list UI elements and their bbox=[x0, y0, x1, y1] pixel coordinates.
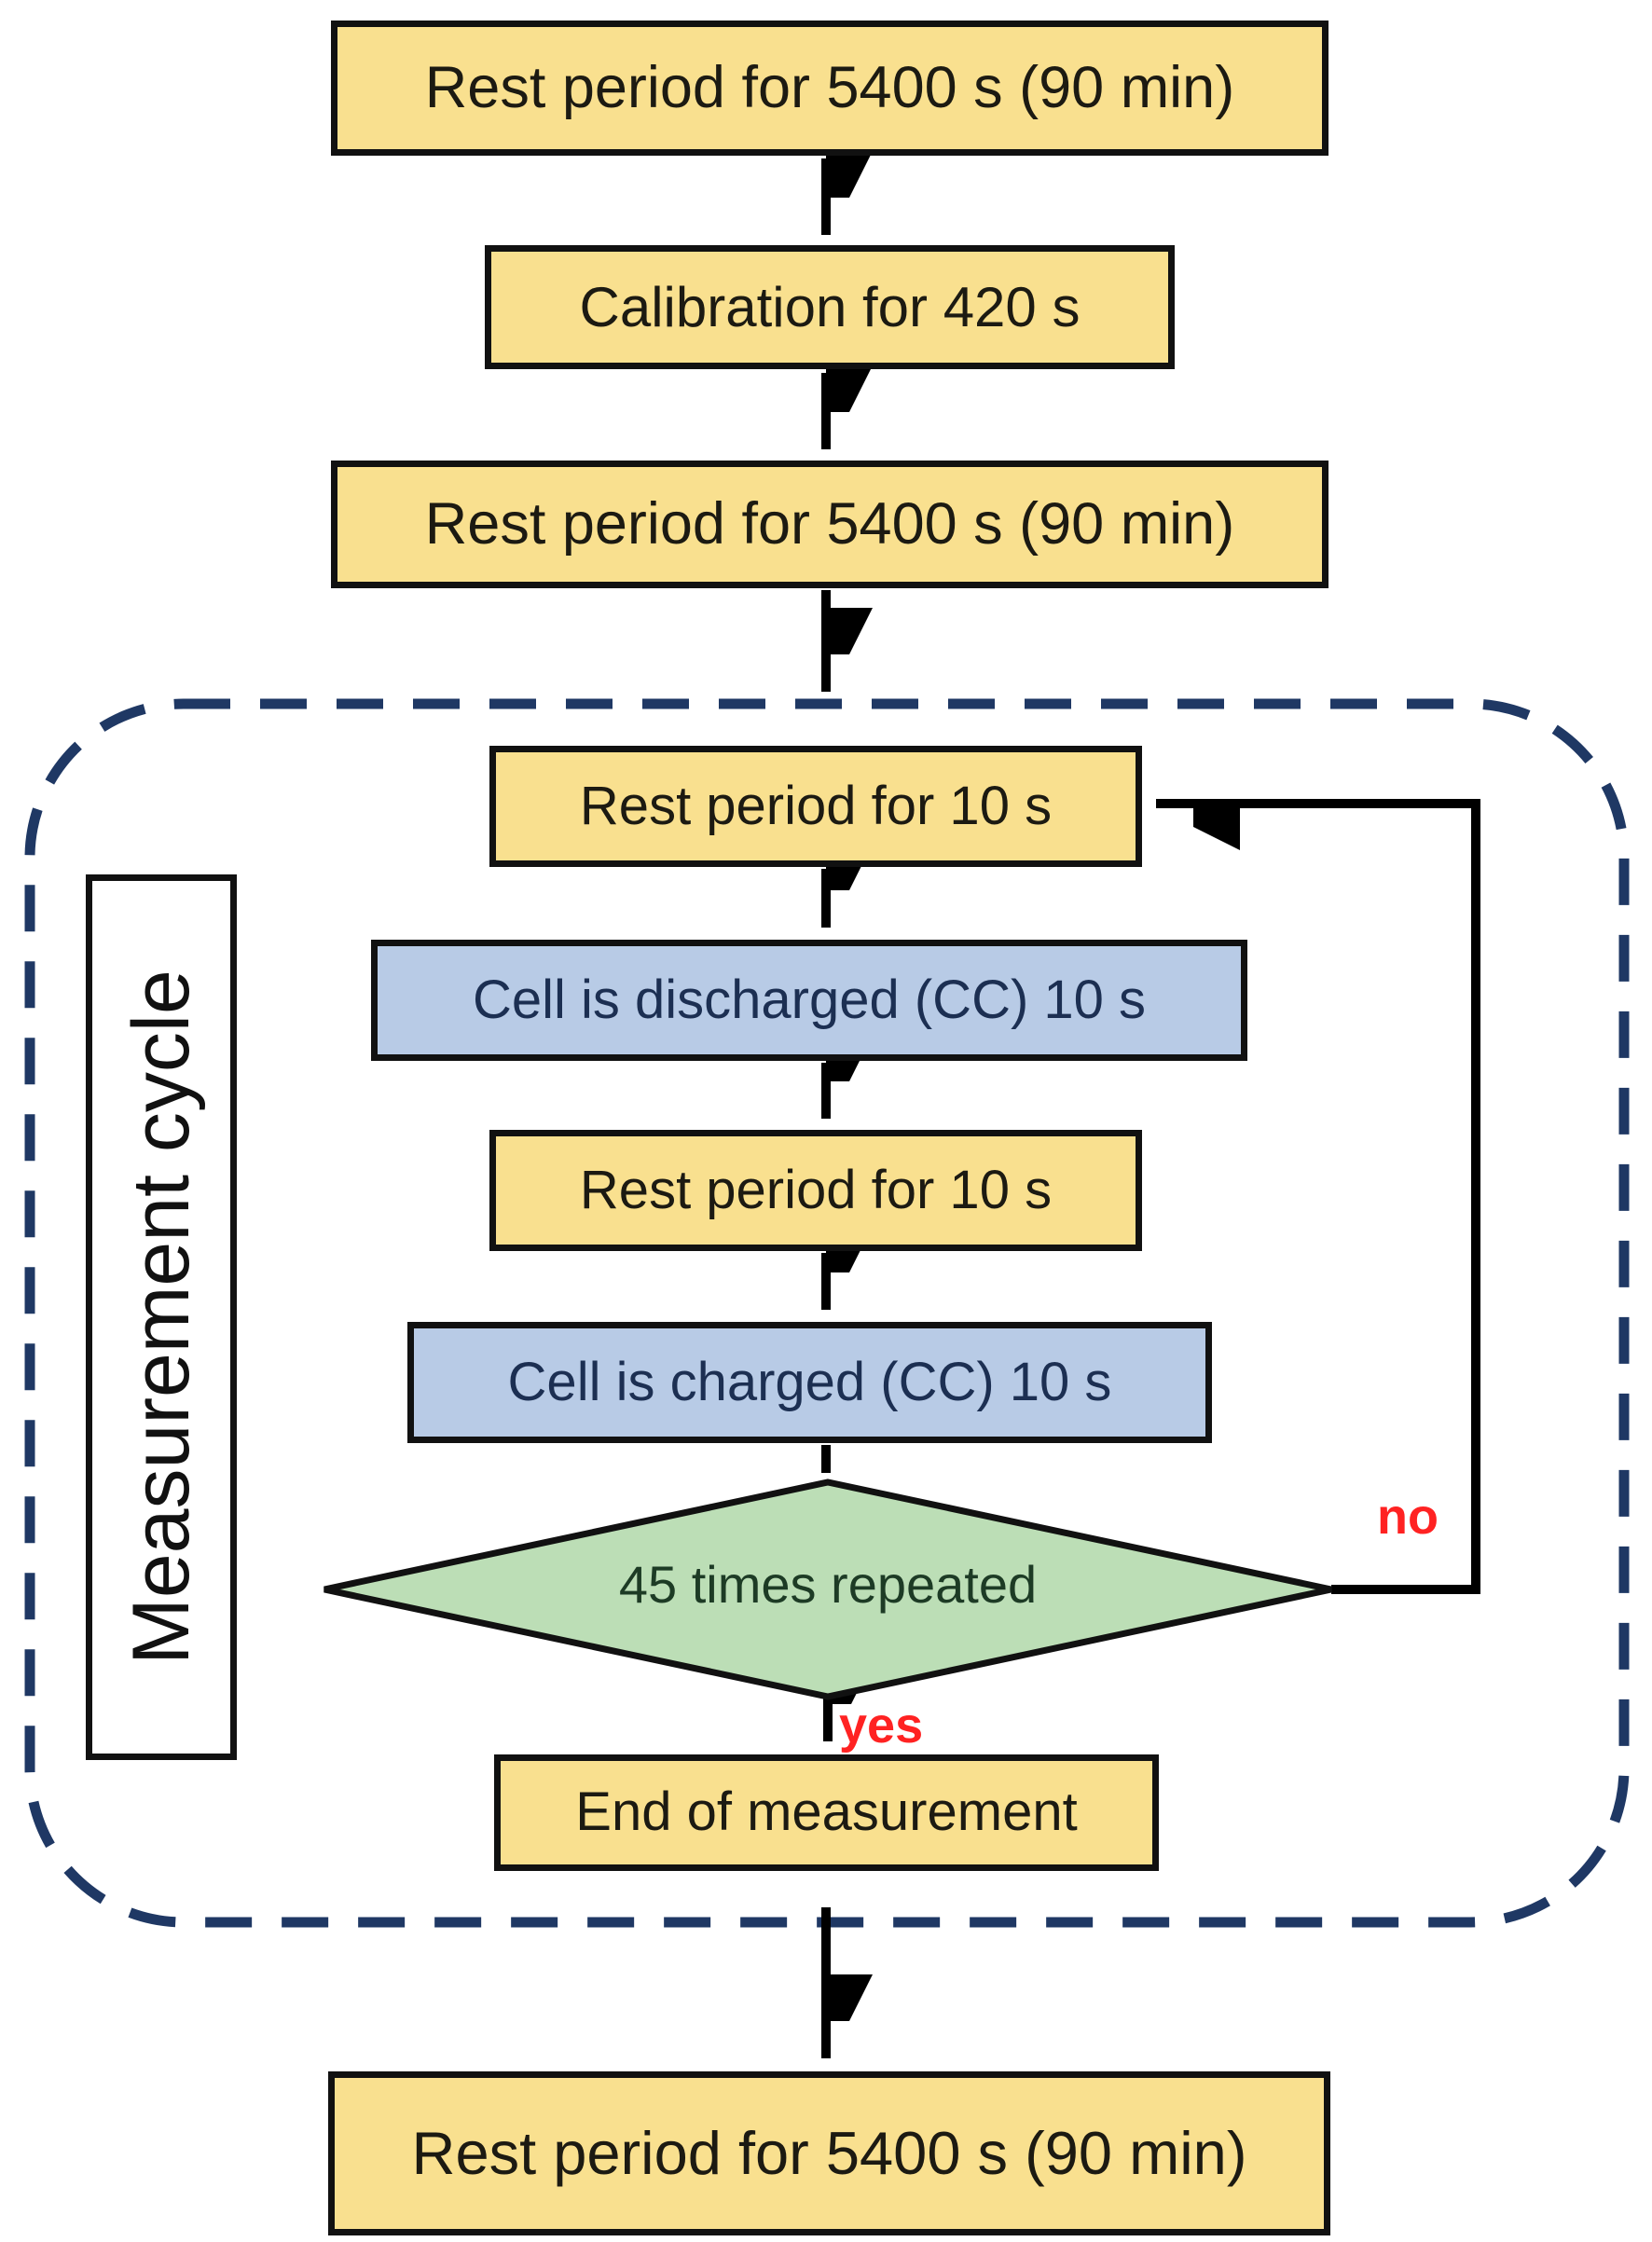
node-cell-charged-label: Cell is charged (CC) 10 s bbox=[507, 1351, 1112, 1412]
node-end-of-measurement-label: End of measurement bbox=[575, 1781, 1078, 1843]
node-rest-period-mid: Rest period for 5400 s (90 min) bbox=[331, 461, 1328, 588]
node-rest-10s-first: Rest period for 10 s bbox=[489, 746, 1142, 867]
node-rest-10s-second-label: Rest period for 10 s bbox=[579, 1159, 1053, 1220]
edge-label-no: no bbox=[1377, 1489, 1439, 1545]
decision-diamond bbox=[324, 1479, 1332, 1700]
node-rest-10s-second: Rest period for 10 s bbox=[489, 1130, 1142, 1251]
measurement-cycle-title: Measurement cycle bbox=[116, 970, 206, 1665]
node-calibration-label: Calibration for 420 s bbox=[579, 276, 1081, 338]
edge-label-yes: yes bbox=[839, 1698, 924, 1754]
node-calibration: Calibration for 420 s bbox=[485, 245, 1175, 369]
node-rest-10s-first-label: Rest period for 10 s bbox=[579, 775, 1053, 836]
node-end-of-measurement: End of measurement bbox=[494, 1754, 1159, 1871]
decision-label: 45 times repeated bbox=[618, 1555, 1038, 1614]
node-rest-period-bottom-label: Rest period for 5400 s (90 min) bbox=[411, 2118, 1247, 2187]
node-cell-charged: Cell is charged (CC) 10 s bbox=[407, 1322, 1212, 1443]
node-rest-period-top: Rest period for 5400 s (90 min) bbox=[331, 21, 1328, 156]
node-cell-discharged-label: Cell is discharged (CC) 10 s bbox=[472, 969, 1147, 1030]
node-rest-period-mid-label: Rest period for 5400 s (90 min) bbox=[424, 491, 1235, 557]
node-rest-period-top-label: Rest period for 5400 s (90 min) bbox=[424, 55, 1235, 121]
measurement-cycle-title-box: Measurement cycle bbox=[86, 874, 237, 1760]
node-cell-discharged: Cell is discharged (CC) 10 s bbox=[371, 940, 1247, 1061]
no-loop-connector bbox=[1156, 799, 1480, 1594]
node-rest-period-bottom: Rest period for 5400 s (90 min) bbox=[328, 2071, 1330, 2235]
